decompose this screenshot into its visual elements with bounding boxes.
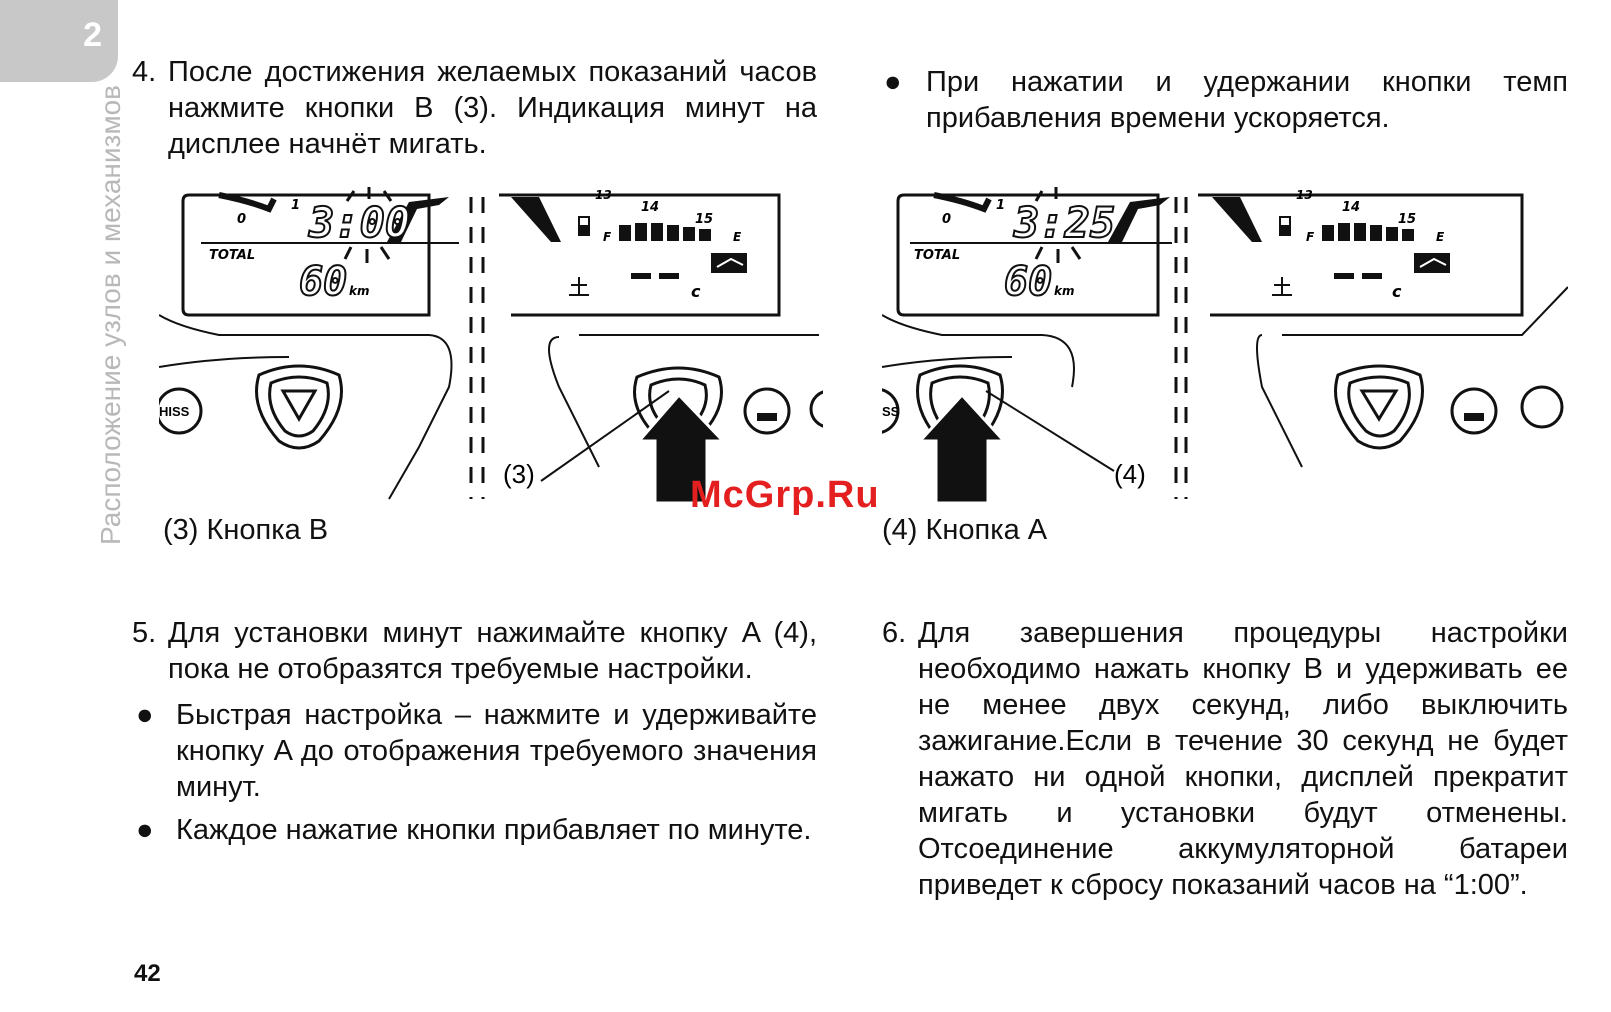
fuel-gauge-bars (619, 223, 711, 241)
press-arrow-icon (916, 392, 1008, 505)
clock-display: 3:25 (1013, 198, 1115, 247)
step-5: 5. Для установки минут нажимайте кнопку … (132, 615, 817, 687)
coolant-button-icon (743, 387, 791, 435)
tacho-tick-15: 15 (695, 212, 713, 227)
oil-can-icon (711, 253, 747, 273)
bullet-fast-setting: ● Быстрая настройка – нажмите и удержива… (136, 697, 817, 805)
hiss-button (882, 388, 900, 434)
watermark: McGrp.Ru (690, 474, 880, 516)
odometer-unit: km (1054, 284, 1074, 298)
bullet-dot-icon: ● (884, 66, 902, 98)
tacho-bar (387, 197, 449, 242)
page-number: 42 (134, 960, 161, 987)
bullet-each-press: ● Каждое нажатие кнопки прибавляет по ми… (136, 812, 817, 848)
temp-dash-1 (1334, 273, 1354, 279)
fuel-gauge-bars (1322, 223, 1414, 241)
total-label: TOTAL (914, 248, 960, 263)
tacho-tick-0: 0 (237, 212, 246, 227)
figure-button-b: 0 1 3:00 TOTAL 60 km 13 14 15 F E c HISS (159, 187, 823, 505)
tacho-tick-13: 13 (1296, 188, 1313, 202)
temp-dash-2 (659, 273, 679, 279)
step-6: 6. Для завершения процедуры настройки не… (882, 615, 1568, 903)
odometer-unit: km (349, 284, 369, 298)
step-5-text: Для установки минут нажимайте кнопку A (… (168, 617, 817, 685)
fuel-pump-icon (578, 216, 590, 236)
tacho-tick-14: 14 (1342, 200, 1360, 215)
caption-button-b: (3) Кнопка B (163, 514, 329, 546)
step-4: 4. После достижения желаемых показаний ч… (132, 54, 817, 162)
callout-leader (985, 390, 1115, 472)
bullet-dot-icon: ● (136, 699, 154, 731)
lcd-left-frame (896, 193, 1160, 317)
step-4-text: После достижения желаемых показаний часо… (168, 56, 817, 160)
step-4-number: 4. (132, 56, 157, 88)
callout-label: (3) (503, 459, 535, 489)
hiss-label: HISS (159, 404, 190, 419)
tacho-arc (933, 192, 992, 213)
dash-housing (882, 286, 1568, 468)
total-label: TOTAL (209, 248, 255, 263)
panel-split-line (1174, 197, 1188, 499)
step-5-number: 5. (132, 617, 157, 649)
hiss-button (159, 387, 203, 435)
fuel-full-label: F (603, 230, 612, 244)
side-section-title: Расположение узлов и механизмов (95, 84, 126, 545)
tacho-tick-15: 15 (1398, 212, 1416, 227)
lcd-right-frame (1198, 193, 1524, 317)
button-b-icon (1334, 364, 1424, 450)
edge-button-icon (1520, 385, 1564, 429)
temp-unit: c (1392, 282, 1402, 301)
temp-dash-2 (1362, 273, 1382, 279)
tacho-tick-14: 14 (641, 200, 659, 215)
lcd-left-frame (181, 193, 431, 317)
chapter-number: 2 (83, 16, 102, 54)
tacho-bar-right (1212, 197, 1262, 242)
tacho-tick-13: 13 (595, 188, 612, 202)
figure-button-a: 0 1 3:25 TOTAL 60 km 13 14 15 F E c SS (882, 187, 1568, 505)
fuel-empty-label: E (1436, 230, 1445, 244)
bullet-hold-speed-text: При нажатии и удержании кнопки темп приб… (926, 66, 1568, 134)
step-6-text: Для завершения процедуры настройки необх… (918, 617, 1568, 901)
blink-rays-icon (343, 187, 393, 263)
button-a-icon (255, 364, 343, 450)
tacho-arc (218, 192, 277, 213)
fuel-full-label: F (1306, 230, 1315, 244)
tacho-bar (1108, 197, 1170, 242)
dash-housing (159, 314, 819, 500)
caption-button-a: (4) Кнопка A (882, 514, 1048, 546)
edge-button-icon (809, 390, 823, 428)
coolant-button-icon (1450, 387, 1498, 435)
bullet-dot-icon: ● (136, 814, 154, 846)
blink-rays-icon (1034, 187, 1082, 263)
bullet-fast-setting-text: Быстрая настройка – нажмите и удерживайт… (176, 699, 817, 803)
clock-display: 3:00 (308, 198, 410, 247)
tacho-tick-0: 0 (942, 212, 951, 227)
tacho-tick-1: 1 (291, 198, 300, 213)
temp-unit: c (691, 282, 701, 301)
lcd-right-frame (499, 193, 781, 317)
odometer-value: 60 (299, 259, 347, 305)
bullet-each-press-text: Каждое нажатие кнопки прибавляет по мину… (176, 814, 812, 846)
oil-can-icon (1414, 253, 1450, 273)
coolant-temp-icon (1272, 277, 1292, 296)
callout-label: (4) (1114, 459, 1146, 489)
hiss-label: SS (882, 404, 900, 419)
temp-dash-1 (631, 273, 651, 279)
odometer-value: 60 (1004, 259, 1052, 305)
press-arrow-icon (635, 392, 727, 505)
chapter-tab: 2 (0, 0, 118, 82)
fuel-pump-icon (1279, 216, 1291, 236)
fuel-empty-label: E (733, 230, 742, 244)
bullet-hold-speed: ● При нажатии и удержании кнопки темп пр… (884, 64, 1568, 136)
coolant-temp-icon (569, 277, 589, 296)
step-6-number: 6. (882, 617, 907, 649)
panel-split-line (469, 197, 485, 499)
tacho-tick-1: 1 (996, 198, 1005, 213)
callout-leader (540, 390, 670, 482)
tacho-bar-right (511, 197, 561, 242)
